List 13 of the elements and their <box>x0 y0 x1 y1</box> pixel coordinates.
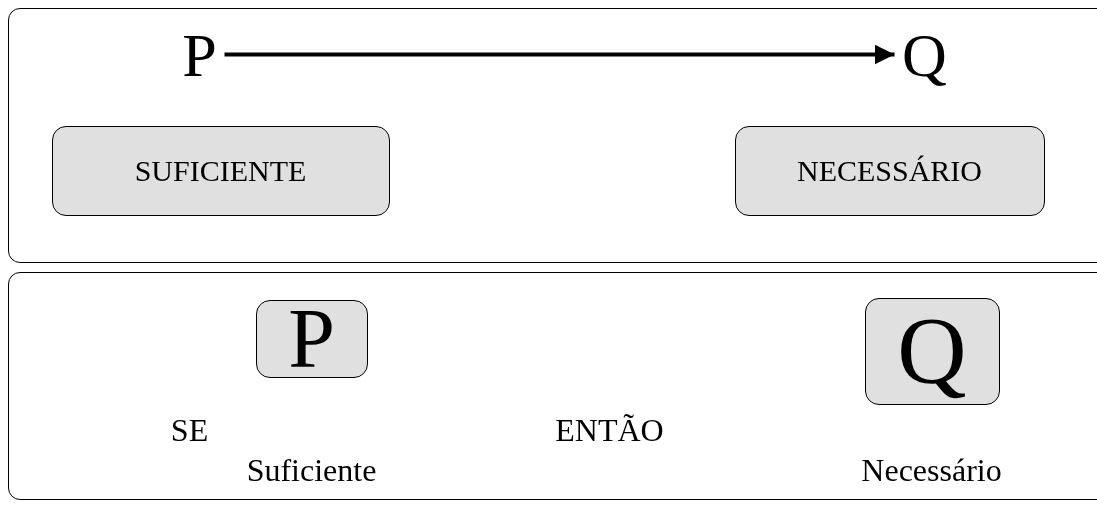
arrow <box>224 44 895 65</box>
rounded-box: SUFICIENTE <box>51 125 390 216</box>
letter-text: Q <box>894 21 955 88</box>
rounded-box: NECESSÁRIO <box>734 125 1045 216</box>
keyword-text: SE <box>170 413 209 446</box>
rounded-box: Q <box>864 297 1000 405</box>
caption-text: Necessário <box>861 453 1002 486</box>
panel-frame <box>8 272 1097 500</box>
keyword-text: ENTÃO <box>555 413 664 446</box>
rounded-box: P <box>255 299 368 378</box>
letter-text: P <box>174 21 225 88</box>
panel-frame <box>8 8 1097 263</box>
caption-text: Suficiente <box>246 453 377 486</box>
